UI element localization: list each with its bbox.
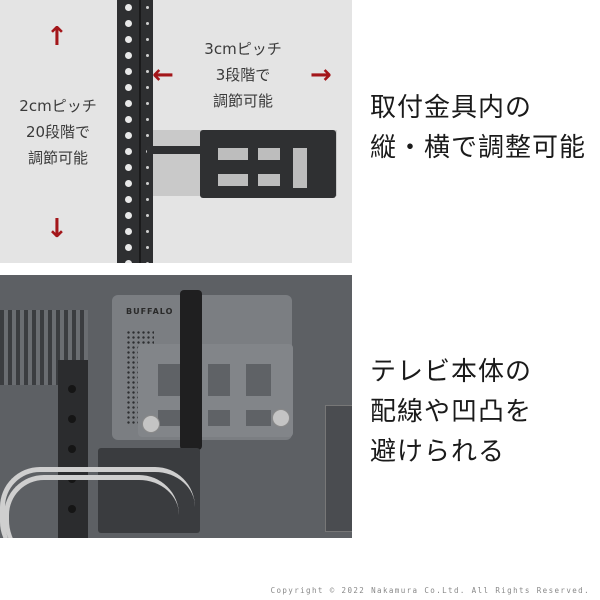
tv-side-panel — [325, 405, 352, 532]
caption-avoid-wiring: テレビ本体の 配線や凹凸を 避けられる — [370, 357, 533, 467]
screw-icon — [272, 409, 290, 427]
screw-icon — [142, 415, 160, 433]
velcro-strap — [180, 290, 202, 450]
photo-bracket-adjustment: ↑ ↓ ← → 2cmピッチ 20段階で 調節可能 3cmピッチ 3段階で 調節… — [0, 0, 352, 263]
horizontal-adjust-label: 3cmピッチ 3段階で 調節可能 — [204, 40, 282, 110]
arrow-right-icon: → — [310, 60, 332, 90]
vertical-adjust-label: 2cmピッチ 20段階で 調節可能 — [19, 97, 97, 167]
bracket-holder — [200, 130, 336, 198]
cable — [0, 467, 195, 538]
photo-tv-back-mounted: BUFFALO — [0, 275, 352, 538]
arrow-left-icon: ← — [152, 60, 174, 90]
bracket-arm — [147, 146, 207, 154]
copyright-notice: Copyright © 2022 Nakamura Co.Ltd. All Ri… — [270, 586, 590, 595]
bracket-holder — [138, 344, 293, 437]
perforated-rail — [117, 0, 153, 263]
arrow-up-icon: ↑ — [46, 22, 68, 52]
arrow-down-icon: ↓ — [46, 214, 68, 244]
cable — [4, 475, 179, 538]
caption-adjustable: 取付金具内の 縦・横で調整可能 — [370, 93, 587, 163]
